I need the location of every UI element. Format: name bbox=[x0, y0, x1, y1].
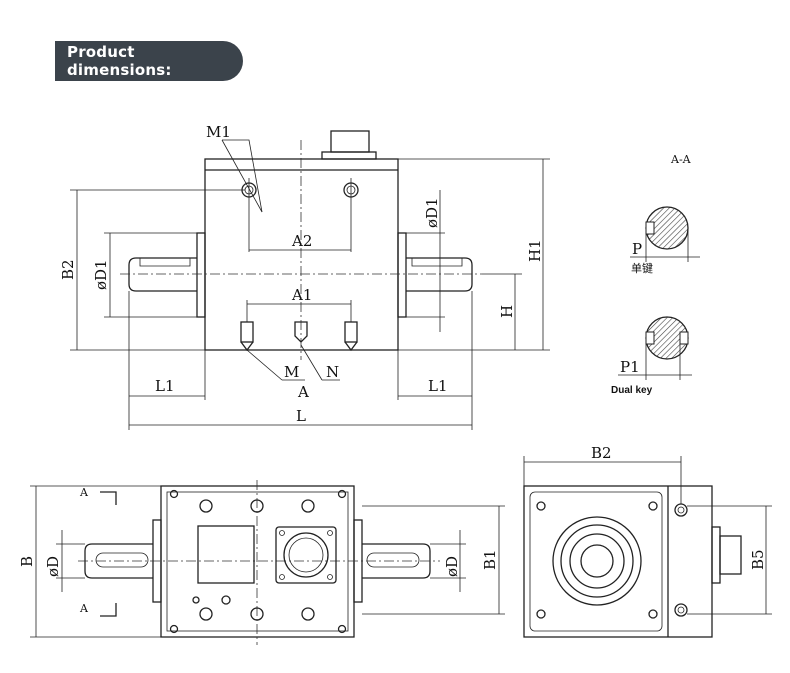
dim-d-left: øD bbox=[44, 556, 62, 577]
dim-p: P bbox=[632, 240, 642, 258]
dim-l1-right: L1 bbox=[428, 377, 448, 395]
dim-d1-left: øD1 bbox=[92, 259, 110, 290]
top-connector bbox=[283, 532, 329, 578]
section-aa: A-A P 单键 P1 Dual key bbox=[611, 153, 700, 396]
header-banner: Product dimensions: bbox=[55, 41, 243, 81]
end-bore-inner bbox=[580, 544, 614, 578]
top-view: B øD øD B1 A A bbox=[18, 480, 505, 645]
top-body bbox=[160, 485, 355, 638]
single-key-label: 单键 bbox=[631, 261, 653, 275]
section-marker-a-bottom: A bbox=[79, 602, 89, 615]
front-right-shaft bbox=[406, 257, 473, 292]
front-left-shaft bbox=[128, 257, 197, 292]
dim-n: N bbox=[326, 363, 339, 381]
end-connector bbox=[719, 535, 742, 575]
dim-a: A bbox=[297, 383, 309, 401]
front-connector bbox=[330, 130, 370, 153]
front-tapped-holes bbox=[240, 321, 358, 352]
dim-d-right: øD bbox=[443, 556, 461, 577]
dim-b2-end: B2 bbox=[591, 444, 612, 462]
end-view: B2 B5 bbox=[523, 444, 772, 638]
dim-a1: A1 bbox=[291, 286, 312, 304]
dim-h: H bbox=[498, 305, 516, 318]
section-marker-a-top: A bbox=[79, 486, 89, 499]
dim-m1: M1 bbox=[206, 123, 231, 141]
front-right-flange bbox=[397, 232, 407, 318]
dual-key-label: Dual key bbox=[611, 385, 653, 396]
dim-a2: A2 bbox=[291, 232, 312, 250]
dim-d1-right: øD1 bbox=[423, 197, 441, 228]
dim-b5: B5 bbox=[749, 549, 767, 570]
dim-l1-left: L1 bbox=[155, 377, 175, 395]
front-connector-flange bbox=[321, 151, 377, 160]
section-aa-label: A-A bbox=[670, 153, 692, 166]
dim-b: B bbox=[18, 556, 36, 567]
dim-b2-side: B2 bbox=[59, 259, 77, 280]
dim-h1: H1 bbox=[526, 239, 544, 262]
top-window bbox=[197, 525, 255, 584]
dim-p1: P1 bbox=[620, 358, 640, 376]
dim-l: L bbox=[296, 407, 306, 425]
end-bore-outer bbox=[552, 516, 642, 606]
dim-b1: B1 bbox=[481, 549, 499, 570]
front-left-flange bbox=[196, 232, 206, 318]
top-connector-base bbox=[275, 526, 337, 584]
front-view: A2 M1 A1 M A N B2 øD1 bbox=[59, 123, 550, 430]
header-title: Product dimensions: bbox=[67, 43, 172, 79]
dim-m: M bbox=[284, 363, 299, 381]
